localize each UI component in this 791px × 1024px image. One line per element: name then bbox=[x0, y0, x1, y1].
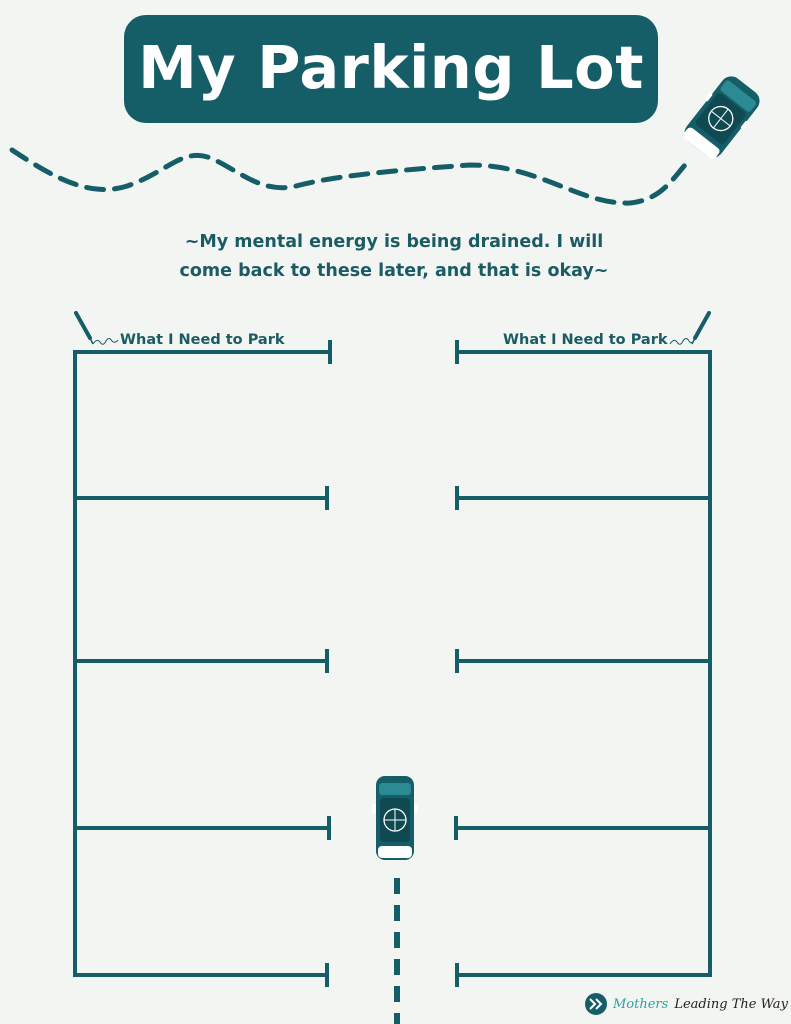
title-banner: My Parking Lot bbox=[124, 15, 658, 123]
parking-lot-left bbox=[73, 340, 332, 987]
pen-icon bbox=[74, 311, 119, 345]
pen-icon bbox=[669, 311, 711, 345]
parking-lot-right bbox=[454, 340, 712, 987]
left-column-label: What I Need to Park bbox=[120, 332, 285, 348]
brand-name-part-2: Leading The Way bbox=[674, 996, 788, 1012]
car-icon bbox=[683, 76, 760, 160]
intro-text: ~My mental energy is being drained. I wi… bbox=[179, 232, 609, 281]
car-icon bbox=[372, 776, 418, 860]
brand-name-part-1: Mothers bbox=[613, 996, 669, 1012]
right-column-label: What I Need to Park bbox=[503, 332, 668, 348]
dashed-road-top bbox=[9, 147, 688, 206]
brand-logo-icon bbox=[585, 993, 607, 1015]
page-title: My Parking Lot bbox=[138, 32, 644, 102]
brand-footer: Mothers Leading The Way bbox=[585, 990, 788, 1018]
